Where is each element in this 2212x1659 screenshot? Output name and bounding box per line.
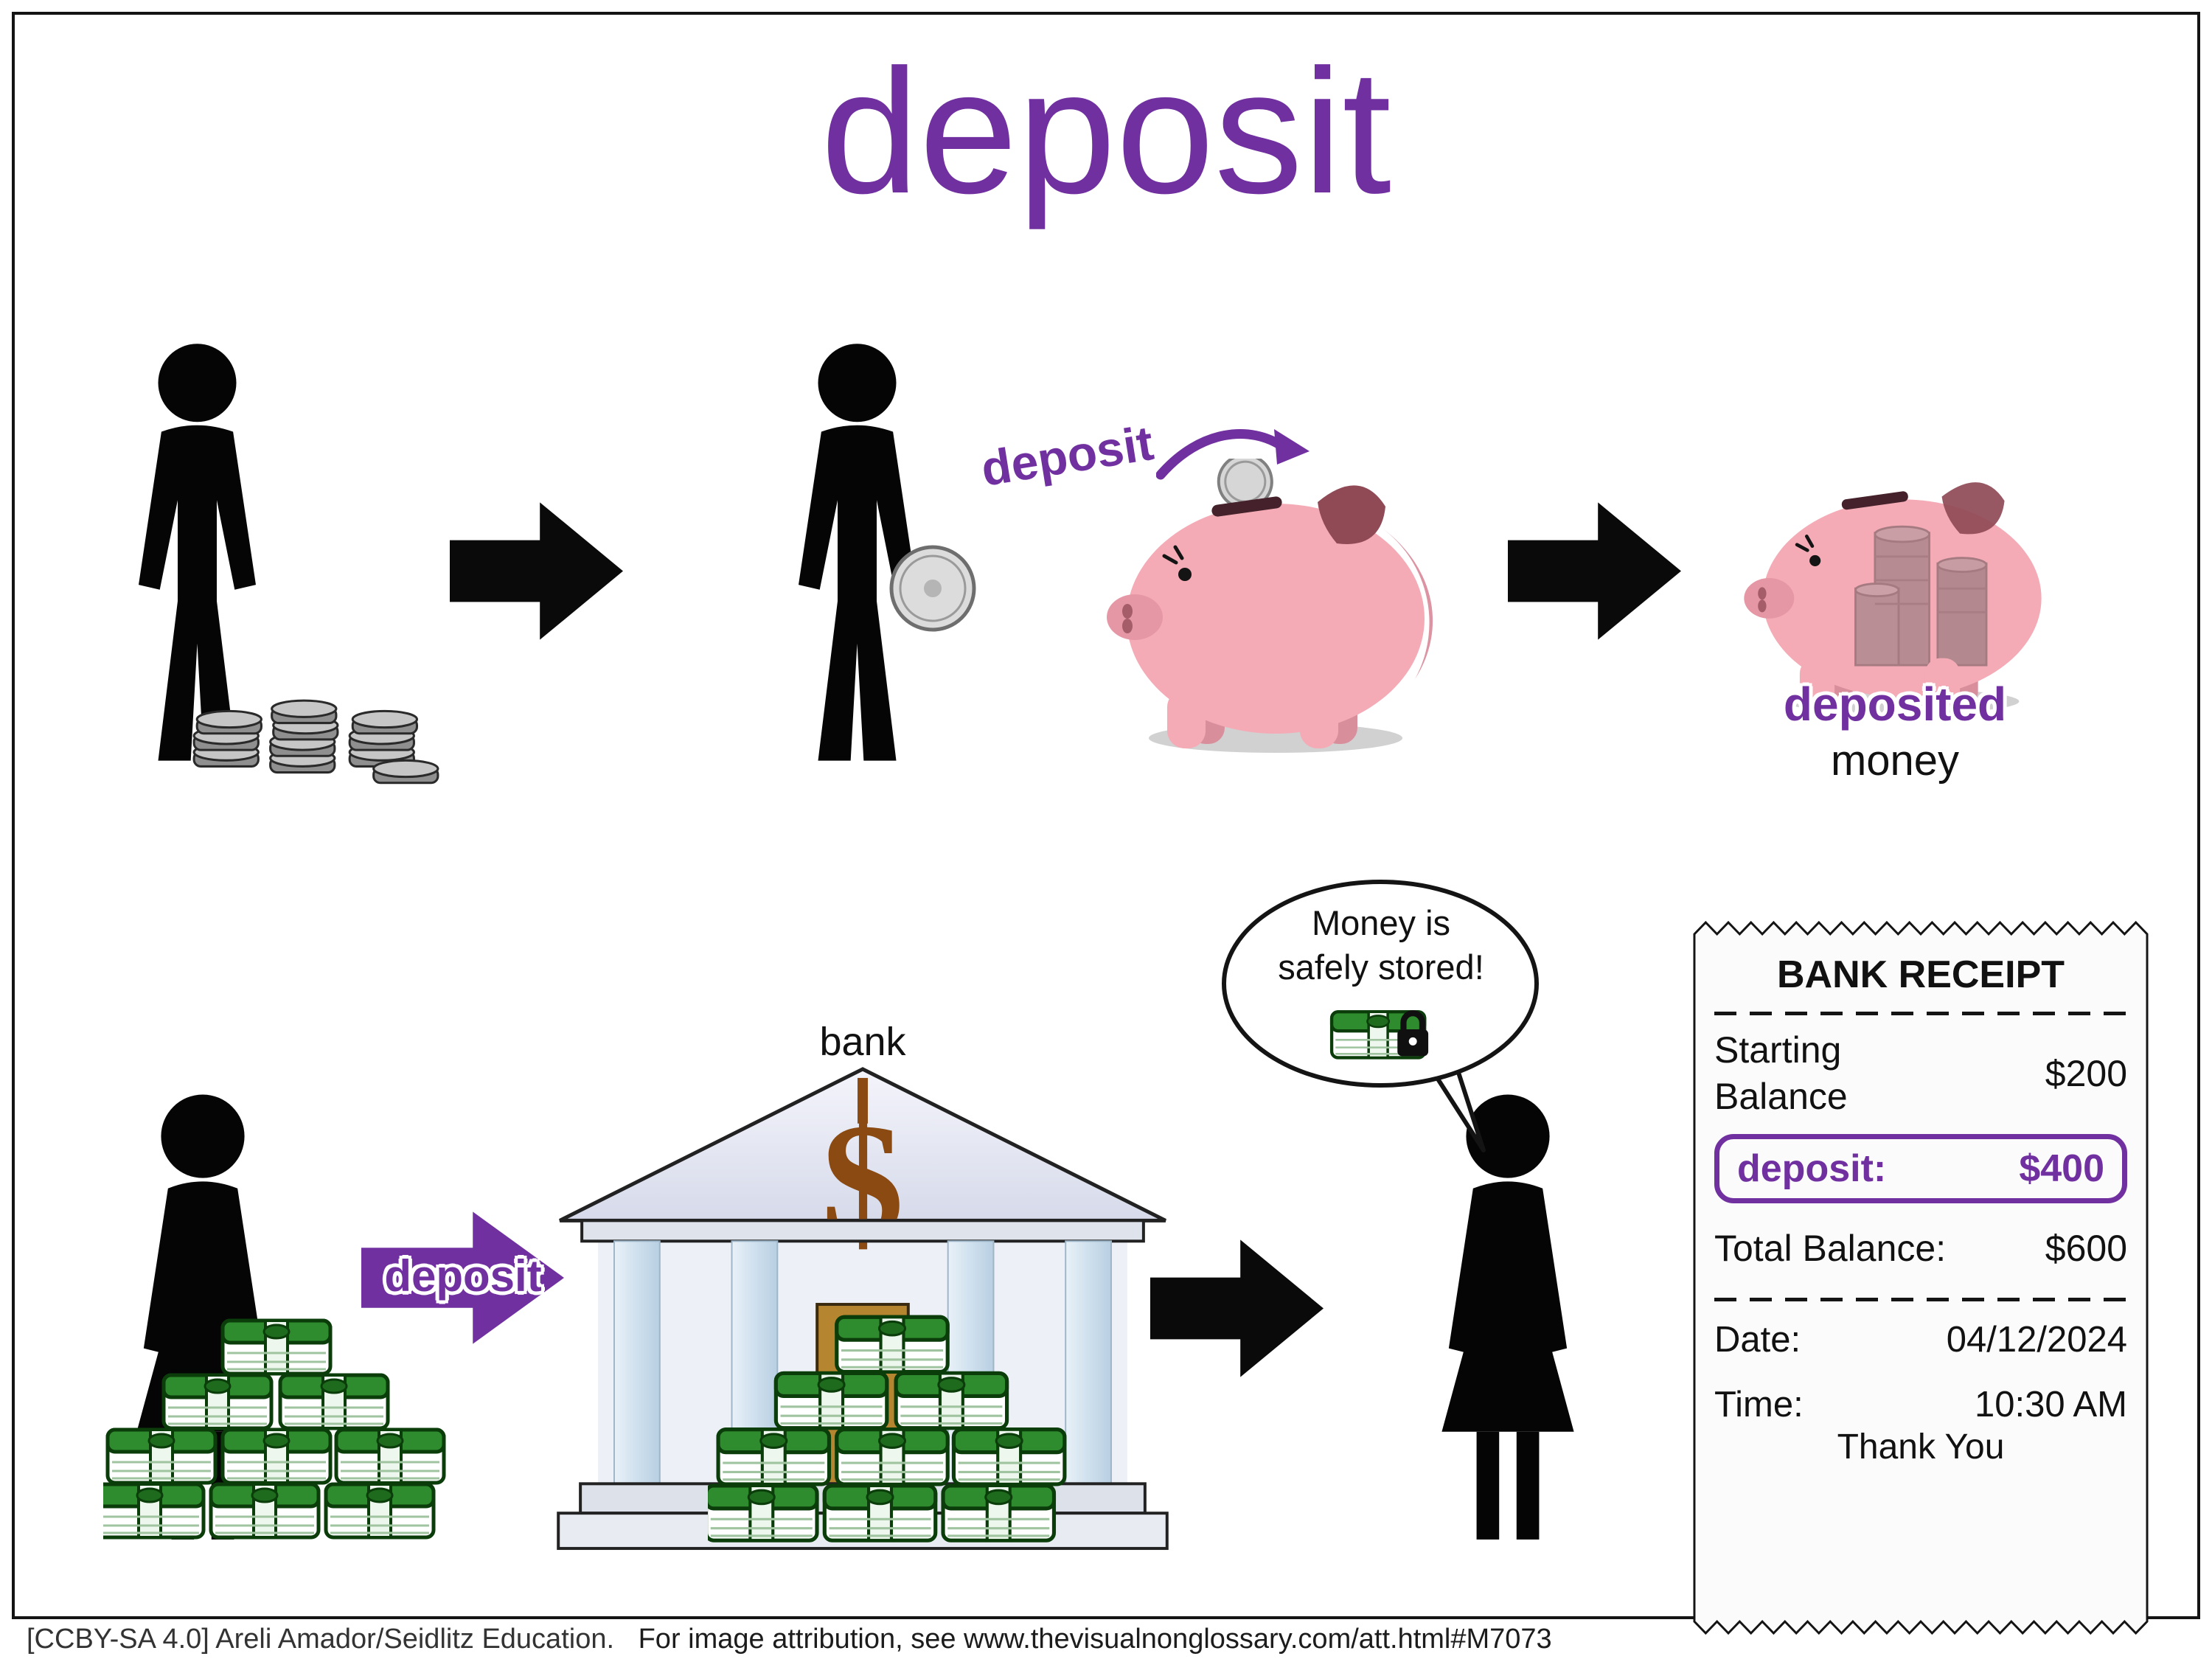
deposit-label-top: deposit: [977, 415, 1158, 496]
purple-arrow-icon: [361, 1208, 564, 1348]
total-balance-value: $600: [2045, 1228, 2127, 1269]
deposit-label-bottom: deposit: [384, 1251, 542, 1301]
time-label: Time:: [1714, 1385, 1804, 1425]
receipt-header: BANK RECEIPT: [1776, 953, 2065, 996]
receipt-row-total-balance: Total Balance: $600: [1714, 1227, 2127, 1270]
right-arrow-icon: [1508, 495, 1681, 647]
man-with-coins-icon: [100, 339, 295, 782]
piggy-bank-full-icon: [1736, 466, 2061, 717]
total-balance-label: Total Balance:: [1714, 1228, 1947, 1269]
speech-bubble: Money is safely stored!: [1218, 876, 1544, 1158]
locked-money-icon: [1326, 1000, 1429, 1074]
deposited-label: deposited: [1783, 678, 2007, 731]
money-label: money: [1830, 737, 1960, 785]
receipt-thank-you: Thank You: [1837, 1427, 2005, 1467]
dollar-sign: $: [821, 1089, 904, 1273]
right-arrow-icon: [1150, 1233, 1324, 1384]
receipt-row-date: Date: 04/12/2024: [1714, 1319, 2127, 1360]
woman-depositor-icon: [1386, 1090, 1630, 1562]
starting-balance-value: $200: [2045, 1052, 2127, 1094]
bank-money-pile-icon: [708, 1311, 1077, 1562]
page-title: deposit: [821, 32, 1391, 230]
date-value: 04/12/2024: [1946, 1320, 2127, 1360]
curved-arrow-icon: [1156, 429, 1310, 480]
time-value: 10:30 AM: [1974, 1385, 2127, 1425]
receipt-row-deposit: deposit: $400: [1714, 1134, 2127, 1203]
speech-bubble-text: Money is safely stored!: [1218, 901, 1544, 990]
quarter-coin-icon: [888, 544, 977, 633]
attribution-footer: [CCBY-SA 4.0] Areli Amador/Seidlitz Educ…: [27, 1624, 1552, 1655]
date-label: Date:: [1714, 1320, 1801, 1360]
deposit-action-callout: deposit: [977, 407, 1320, 510]
speech-line-1: Money is: [1311, 903, 1451, 942]
bank-label: bank: [819, 1020, 906, 1064]
receipt-paper-icon: [1693, 920, 2149, 1635]
receipt-divider: [1714, 1012, 2127, 1015]
money-pile-icon: [103, 1311, 450, 1562]
receipt-row-starting-balance: Starting Balance $200: [1714, 1027, 2127, 1119]
attribution-note: For image attribution, see www.thevisual…: [638, 1624, 1552, 1655]
man-depositing-icon: [759, 339, 955, 782]
speech-line-2: safely stored!: [1278, 947, 1484, 987]
coin-stack-icon: [188, 647, 442, 791]
right-arrow-icon: [450, 495, 623, 647]
receipt-divider: [1714, 1298, 2127, 1301]
deposit-row-value: $400: [2019, 1147, 2104, 1190]
piggy-bank-icon: [1102, 459, 1441, 761]
receipt-row-time: Time: 10:30 AM: [1714, 1384, 2127, 1425]
license-text: [CCBY-SA 4.0] Areli Amador/Seidlitz Educ…: [27, 1624, 615, 1655]
starting-balance-label: Starting Balance: [1714, 1029, 1848, 1117]
speech-bubble-icon: [1222, 880, 1539, 1152]
bank-receipt: BANK RECEIPT Starting Balance $200 depos…: [1692, 920, 2149, 1635]
deposit-row-label: deposit:: [1737, 1147, 1887, 1190]
